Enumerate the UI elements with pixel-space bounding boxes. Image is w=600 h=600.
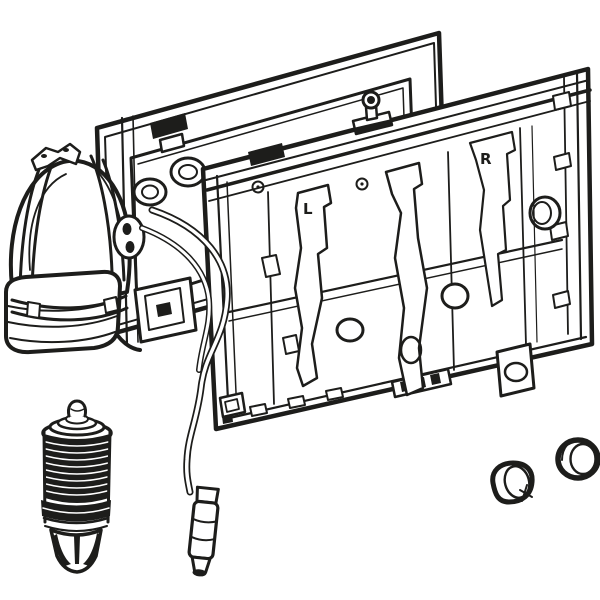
- installation-frame: L R: [200, 66, 595, 432]
- cover-cap-left: [490, 460, 535, 505]
- power-cable: [139, 206, 231, 496]
- lever-label-right: R: [480, 150, 492, 168]
- duofresh-module: [4, 142, 146, 355]
- vent-valve-knob: [351, 90, 394, 136]
- duofresh-stick-cartridge: [41, 399, 113, 574]
- cover-cap-right: [555, 437, 600, 481]
- cable-connector: [187, 485, 220, 577]
- lever-label-left: L: [303, 200, 313, 218]
